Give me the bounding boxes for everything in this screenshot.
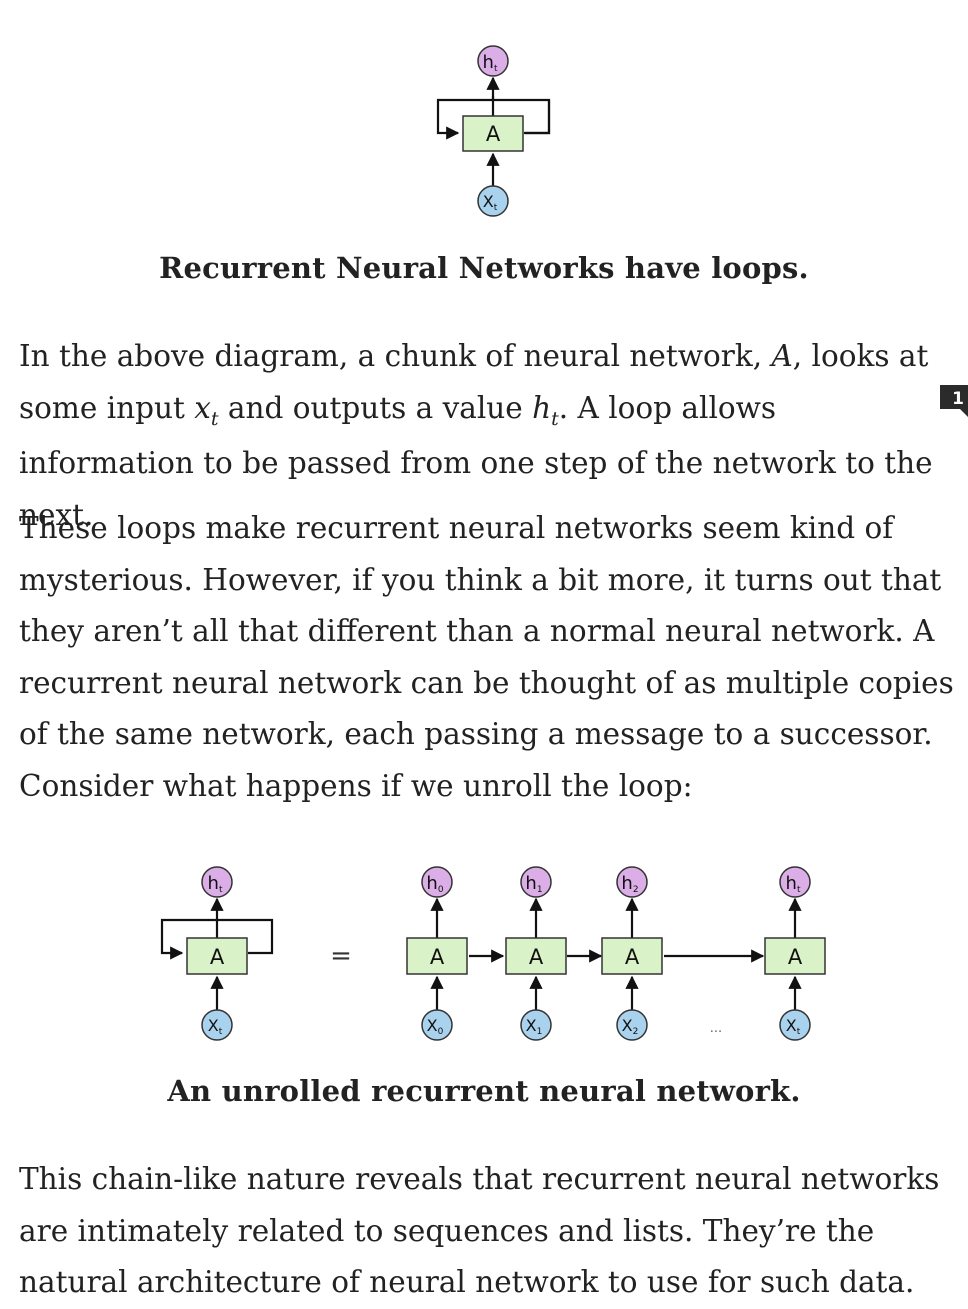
- input-label: Xt: [786, 1016, 801, 1037]
- output-node: [616, 866, 648, 898]
- network-box-label: A: [625, 945, 640, 969]
- output-label: h1: [525, 873, 542, 895]
- paragraph-3: This chain-like nature reveals that recu…: [19, 1162, 940, 1299]
- figure2-caption: An unrolled recurrent neural network.: [167, 1074, 801, 1108]
- output-label: h2: [621, 873, 638, 895]
- output-node: [520, 866, 552, 898]
- network-box-label: A: [210, 945, 225, 969]
- network-box-label: A: [788, 945, 803, 969]
- output-label: ht: [786, 873, 801, 895]
- output-node: [201, 866, 233, 898]
- output-node: [779, 866, 811, 898]
- var-A: A: [771, 339, 793, 373]
- var-x-sub: t: [210, 407, 219, 430]
- rnn-loop-diagram: A ht Xt: [436, 45, 551, 217]
- network-box: [601, 937, 663, 975]
- var-h: h: [532, 390, 552, 425]
- paragraph-1: In the above diagram, a chunk of neural …: [19, 331, 954, 541]
- figure1-caption: Recurrent Neural Networks have loops.: [159, 251, 809, 285]
- output-node: [477, 45, 509, 77]
- network-box: [764, 937, 826, 975]
- svg-text:Xt: Xt: [483, 192, 498, 213]
- rnn-loop-figure: A ht Xt: [0, 40, 968, 220]
- input-label: X0: [427, 1016, 444, 1037]
- p1-text-4: . A loop allows information to be passed…: [19, 390, 933, 532]
- output-node: [421, 866, 453, 898]
- var-x: x: [194, 390, 211, 425]
- p1-text-2: , looks at some input: [19, 339, 929, 425]
- network-box-label: A: [486, 122, 501, 146]
- input-label: Xt: [208, 1016, 223, 1037]
- paragraph-2: These loops make recurrent neural networ…: [19, 511, 954, 803]
- input-node: [201, 1009, 233, 1041]
- var-h-sub: t: [551, 407, 559, 430]
- input-node: [477, 185, 509, 217]
- network-box: [186, 937, 248, 975]
- output-label: h0: [426, 873, 443, 895]
- network-box: [406, 937, 468, 975]
- svg-text:1: 1: [952, 389, 964, 409]
- input-label: X1: [526, 1016, 543, 1037]
- svg-text:ht: ht: [483, 52, 498, 74]
- input-node: [616, 1009, 648, 1041]
- network-box: [462, 115, 524, 152]
- input-node: [779, 1009, 811, 1041]
- footnote-badge[interactable]: 1: [940, 385, 968, 417]
- network-box: [505, 937, 567, 975]
- equals-sign: =: [330, 941, 352, 971]
- output-label: ht: [208, 873, 223, 895]
- p1-text-3: and outputs a value: [218, 390, 533, 425]
- network-box-label: A: [529, 945, 544, 969]
- input-node: [421, 1009, 453, 1041]
- p1-text-1: In the above diagram, a chunk of neural …: [19, 339, 772, 373]
- network-box-label: A: [430, 945, 445, 969]
- input-node: [520, 1009, 552, 1041]
- input-label: X2: [622, 1016, 639, 1037]
- ellipsis: ...: [710, 1021, 722, 1036]
